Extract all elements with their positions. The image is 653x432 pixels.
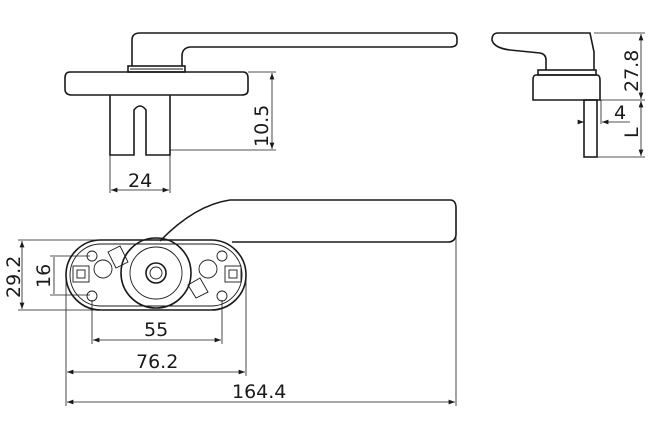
dimension-spindle-width: 24 xyxy=(109,155,171,193)
top-view xyxy=(65,199,457,311)
dimension-label-4: 4 xyxy=(614,102,626,124)
dimension-label-27-8: 27.8 xyxy=(621,50,643,92)
side-view-front xyxy=(64,32,458,156)
dimension-spindle-length: 10.5 xyxy=(170,71,276,151)
dimension-label-24: 24 xyxy=(128,170,152,192)
dimension-label-164-4: 164.4 xyxy=(232,381,286,403)
dimension-label-76-2: 76.2 xyxy=(136,351,178,373)
dimension-base-height: 29.2 xyxy=(3,239,100,311)
dimension-overall-length: 164.4 xyxy=(67,235,457,406)
side-view-right: 27.8 4 L xyxy=(491,32,645,158)
dimension-base-length: 76.2 xyxy=(65,275,247,406)
dimension-label-L: L xyxy=(621,127,643,138)
dimension-label-16: 16 xyxy=(33,264,55,288)
dimension-label-10-5: 10.5 xyxy=(251,105,273,147)
dimension-hole-spacing-vertical: 16 xyxy=(33,255,90,296)
dimension-hole-spacing-horizontal: 55 xyxy=(91,300,223,344)
dimension-label-55: 55 xyxy=(144,319,168,341)
dimension-label-29-2: 29.2 xyxy=(3,256,25,298)
